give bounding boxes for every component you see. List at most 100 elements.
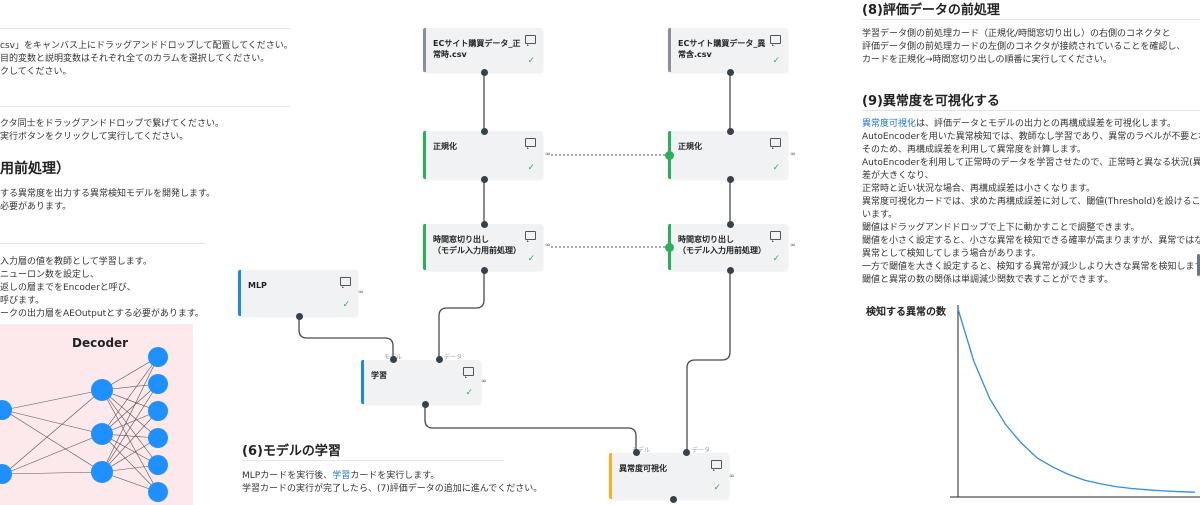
comment-icon[interactable] [770,231,781,242]
output-connector[interactable] [481,69,488,76]
card-title: MLP [248,281,267,290]
section-9-line: 差が大きくなり、 [862,171,934,181]
output-connector[interactable] [296,313,303,320]
output-connector[interactable] [481,176,488,183]
section-9-line: 正常時と近い状況な場合、再構成誤差は小さくなります。 [862,184,1096,194]
divider [0,243,205,244]
input-connector-data[interactable] [436,356,443,363]
chart-title: 検知する異常の数 [866,307,946,318]
check-icon: ✓ [342,300,350,310]
train-link[interactable]: 学習 [332,471,351,481]
section-9-line: 異常として検知してしまう場合があります。 [862,249,1041,259]
card-title: 異常度可視化 [619,464,667,473]
input-connector-data[interactable] [683,449,690,456]
link-connector[interactable] [665,243,674,252]
input-connector-model[interactable] [633,449,640,456]
port-label-model: モデル [632,447,651,454]
input-connector[interactable] [727,128,734,135]
decoder-diagram: Decoder [0,324,193,505]
comment-icon[interactable] [340,277,351,288]
card-train[interactable]: 学習 ✓ [361,360,481,404]
comment-icon[interactable] [770,35,781,46]
output-connector[interactable] [727,69,734,76]
section-9-line: 閾値を小さく設定すると、小さな異常を検知できる確率が高まりますが、異常ではない [862,236,1200,246]
divider [0,106,290,107]
section-8-title: (8)評価データの前処理 [862,3,1000,18]
anomaly-viz-link[interactable]: 異常度可視化 [862,119,917,129]
comment-icon[interactable] [770,138,781,149]
instruction-line: ークの出力層をAEOutputとする必要があります。 [0,309,204,319]
instruction-line: 目的変数と説明変数はそれぞれ全てのカラムを選択してください。 [0,54,270,64]
instruction-line: csv」をキャンバス上にドラッグアンドドロップして配置してください。 [0,41,293,51]
comment-icon[interactable] [525,231,536,242]
card-time-window-train[interactable]: 時間窓切り出し （モデル入力用前処理） ✓ [423,224,543,270]
card-title: 正規化 [433,142,457,151]
section-9-line: 異常度可視化は、評価データとモデルの出力との再構成誤差を可視化します。 [862,119,1177,129]
section-8-line: カードを正規化→時間窓切り出しの順番に実行してください。 [862,55,1113,65]
instruction-line: ニューロン数を設定し、 [0,270,100,280]
input-connector-model[interactable] [390,356,397,363]
card-title: ECサイト購買データ_異 常含.csv [678,39,766,59]
output-connector[interactable] [422,401,429,408]
check-icon: ✓ [527,254,535,264]
check-icon: ✓ [772,56,780,66]
section-9-line: そのため、再構成誤差を利用して異常度を計算します。 [862,145,1086,155]
check-icon: ✓ [527,163,535,173]
comment-icon[interactable] [711,460,722,471]
card-ec-anomaly-csv[interactable]: ECサイト購買データ_異 常含.csv ✓ [668,28,788,72]
port-label-data: データ [444,354,463,361]
section-9-title: (9)異常度を可視化する [862,94,1000,109]
section-9-line: 異常度可視化カードでは、求めた再構成誤差に対して、閾値(Threshold)を設… [862,197,1200,207]
output-connector[interactable] [670,496,677,503]
check-icon: ✓ [713,483,721,493]
comment-icon[interactable] [463,367,474,378]
check-icon: ✓ [772,163,780,173]
divider [0,28,290,29]
output-connector[interactable] [727,176,734,183]
instruction-line: 必要があります。 [0,202,72,212]
link-icon: ∞ [545,241,551,249]
section-9-line: AutoEncoderを用いた異常検知では、教師なし学習であり、異常のラベルが不… [862,132,1200,142]
input-connector[interactable] [481,221,488,228]
check-icon: ✓ [772,254,780,264]
card-ec-normal-csv[interactable]: ECサイト購買データ_正 常時.csv ✓ [423,28,543,72]
instruction-line: クタ同士をドラッグアンドドロップで繋げてください。 [0,119,225,129]
section-9-line: AutoEncoderを利用して正常時のデータを学習させたので、正常時と異なる状… [862,158,1200,168]
instruction-line: 入力層の値を教師として学習します。 [0,257,152,267]
check-icon: ✓ [465,388,473,398]
input-connector[interactable] [481,128,488,135]
section-8-line: 学習データ側の前処理カード（正規化/時間窓切り出し）の右側のコネクタと [862,29,1171,39]
card-time-window-eval[interactable]: 時間窓切り出し （モデル入力用前処理） ✓ [668,224,788,270]
card-title: 学習 [371,371,387,380]
scrollbar-handle[interactable] [1197,254,1200,276]
instruction-line: する異常度を出力する異常検知モデルを開発します。 [0,189,216,199]
card-title: 時間窓切り出し （モデル入力用前処理） [433,235,521,255]
instruction-line: 返しの層までをEncoderと呼び、 [0,283,136,293]
check-icon: ✓ [527,56,535,66]
comment-icon[interactable] [525,138,536,149]
card-normalize-train[interactable]: 正規化 ✓ [423,131,543,179]
section-6-line: 学習カードの実行が完了したら、(7)評価データの追加に進んでください。 [242,484,543,494]
instruction-line: クしてください。 [0,67,72,77]
neural-network-graphic [0,347,168,502]
input-connector[interactable] [727,221,734,228]
link-icon: ∞ [790,241,796,249]
section-6-line: MLPカードを実行後、学習カードを実行します。 [242,471,440,481]
link-connector[interactable] [665,151,674,160]
port-label-data: データ [692,447,711,454]
card-anomaly-visualization[interactable]: 異常度可視化 ✓ [609,453,729,499]
threshold-chart [950,305,1200,498]
comment-icon[interactable] [525,35,536,46]
card-normalize-eval[interactable]: 正規化 ✓ [668,131,788,179]
divider [862,19,1200,20]
instruction-line: 実行ボタンをクリックして実行してください。 [0,132,189,142]
chart-series-line [957,308,1196,493]
output-connector[interactable] [481,267,488,274]
divider [862,110,1200,111]
section-6-title: (6)モデルの学習 [242,444,341,459]
output-connector[interactable] [727,267,734,274]
divider [242,460,504,461]
card-mlp[interactable]: MLP ✓ [238,270,358,316]
